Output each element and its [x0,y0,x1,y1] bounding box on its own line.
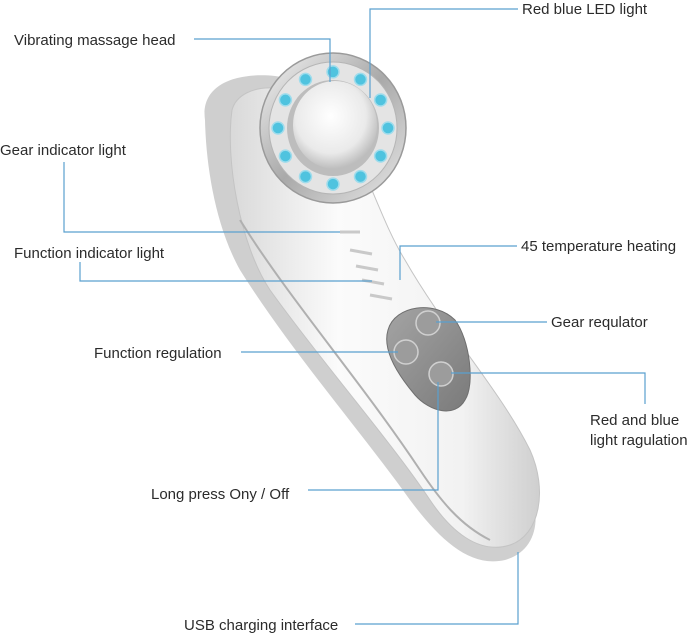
led-light-icon [278,93,293,107]
label-long-press: Long press Ony / Off [151,486,290,503]
label-red-blue-regulation: Red and blue light ragulation [590,411,688,451]
label-red-blue-regulation-line2: light ragulation [590,432,688,449]
leader-temperature [399,245,517,280]
button-panel [386,307,471,412]
leader-red-blue-led [369,8,518,98]
led-light-icon [353,169,368,184]
led-light-icon [326,65,340,79]
label-vibrating-head: Vibrating massage head [14,32,176,49]
label-function-indicator: Function indicator light [14,245,165,262]
label-red-blue-regulation-line1: Red and blue [590,412,680,429]
leader-lines [63,8,646,625]
label-temperature: 45 temperature heating [521,238,677,255]
led-light-icon [278,149,293,163]
label-gear-indicator: Gear indicator light [0,142,126,159]
label-red-blue-led: Red blue LED light [522,1,648,18]
led-light-icon [353,72,368,87]
body-seam [239,219,491,541]
led-light-icon [298,72,313,87]
label-gear-regulator: Gear requlator [551,314,648,331]
leader-red-blue-regulation [451,372,646,404]
leader-vibrating-head [194,38,331,82]
leader-gear-indicator [63,162,340,233]
led-light-icon [298,169,313,184]
leader-function-indicator [79,262,372,282]
led-light-icon [381,121,395,135]
plus-button[interactable] [415,310,441,336]
led-light-icon [271,121,285,135]
led-light-icon [326,177,340,191]
label-function-regulation: Function regulation [94,345,222,362]
power-button[interactable] [428,361,454,387]
leader-long-press [308,382,439,491]
leader-usb [355,552,519,625]
led-light-icon [373,149,388,163]
massage-head [259,52,407,204]
label-usb: USB charging interface [184,617,339,634]
led-light-icon [373,93,388,107]
